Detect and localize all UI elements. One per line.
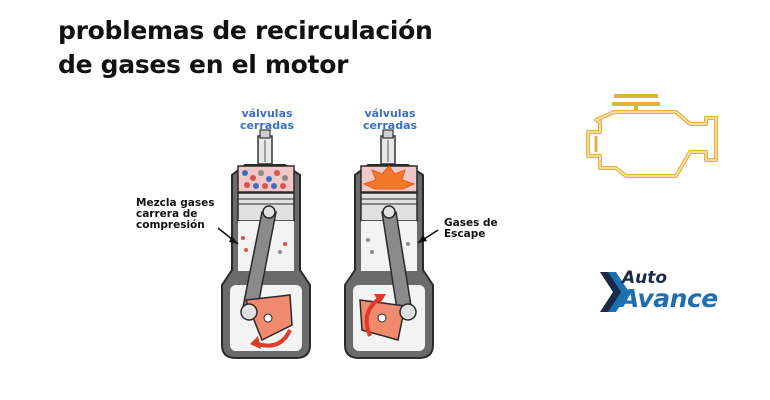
left-valve-label-line-1: válvulas	[241, 107, 293, 120]
right-side-label-line-1: Gases de	[444, 217, 498, 229]
page-title-line-2: de gases en el motor	[58, 50, 349, 79]
right-valve-label-line-2: cerradas	[362, 119, 418, 132]
auto-avance-logo	[600, 272, 629, 312]
right-side-label-line-2: Escape	[444, 228, 486, 240]
right-spark-plug-icon	[380, 129, 396, 165]
left-gas-mixture	[242, 170, 288, 189]
left-cylinder	[217, 129, 311, 359]
brand-avance-text: Avance	[620, 284, 718, 313]
right-cylinder	[344, 129, 439, 359]
page-title-line-1: problemas de recirculación	[58, 16, 433, 45]
right-rotation-arrow-icon	[364, 296, 382, 337]
left-side-label-line-1: Mezcla gases	[136, 197, 215, 209]
left-spark-plug-icon	[257, 129, 273, 165]
left-side-label: Mezcla gases carrera de compresión	[136, 198, 214, 231]
left-valve-label-line-2: cerradas	[239, 119, 295, 132]
check-engine-icon	[586, 94, 718, 178]
right-valve-label: válvulas cerradas	[345, 108, 435, 132]
left-side-label-line-2: carrera de	[136, 208, 198, 220]
left-side-label-line-3: compresión	[136, 219, 205, 231]
explosion-icon	[362, 165, 416, 190]
right-side-label: Gases de Escape	[444, 218, 498, 240]
page-title: problemas de recirculación de gases en e…	[58, 14, 433, 82]
right-valve-label-line-1: válvulas	[364, 107, 416, 120]
brand-logo: Auto Avance	[600, 268, 730, 318]
left-valve-label: válvulas cerradas	[222, 108, 312, 132]
brand-auto-text: Auto	[622, 268, 668, 288]
